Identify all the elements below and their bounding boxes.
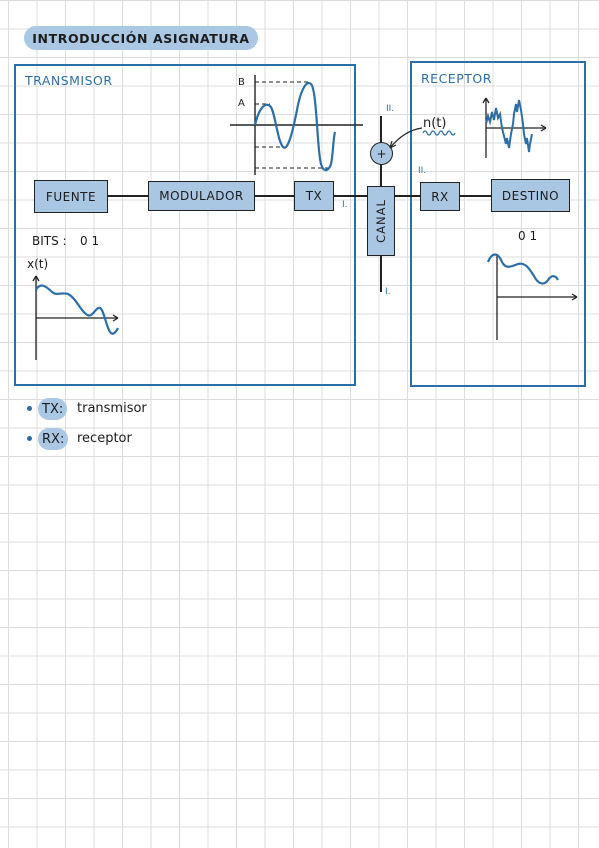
legend-abbr-rx-text: RX bbox=[42, 431, 60, 447]
bits-value: 0 1 bbox=[80, 234, 100, 248]
rx-block: RX bbox=[420, 182, 460, 211]
noise-arrow-to-adder bbox=[389, 127, 423, 149]
source-label: FUENTE bbox=[45, 189, 97, 204]
connector-tx-channel bbox=[332, 195, 367, 197]
source-block: FUENTE bbox=[34, 180, 108, 213]
legend-text-tx: transmisor bbox=[77, 401, 147, 416]
legend-abbr-rx: RX : bbox=[38, 428, 69, 450]
page-title: INTRODUCCIÓN ASIGNATURA bbox=[24, 26, 258, 50]
modulator-block: MODULADOR bbox=[148, 181, 255, 211]
signal-label: x(t) bbox=[27, 257, 49, 271]
legend-bullet-tx bbox=[27, 406, 32, 411]
receiver-section bbox=[410, 61, 586, 387]
receiver-point-label: II. bbox=[418, 166, 427, 176]
receiver-title: RECEPTOR bbox=[421, 71, 492, 86]
channel-point-label-bottom: I. bbox=[385, 287, 391, 297]
rx-label: RX bbox=[431, 189, 449, 204]
modulated-signal-plot bbox=[230, 75, 363, 175]
connector-rx-destination bbox=[460, 195, 491, 197]
level-b-label: B bbox=[238, 77, 245, 88]
noise-label: n(t) bbox=[423, 116, 447, 131]
connector-channel-rx bbox=[394, 195, 420, 197]
legend-sep-rx: : bbox=[59, 431, 65, 447]
adder-circle: + bbox=[370, 142, 393, 165]
channel-label: CANAL bbox=[374, 199, 388, 243]
modulator-label: MODULADOR bbox=[159, 189, 244, 203]
bits-label: BITS : bbox=[32, 234, 67, 248]
noisy-signal-plot bbox=[482, 97, 547, 158]
legend-abbr-tx: TX : bbox=[38, 398, 68, 420]
tx-block: TX bbox=[294, 181, 334, 211]
transmitter-title: TRANSMISOR bbox=[25, 73, 113, 88]
transmitter-section bbox=[14, 64, 356, 386]
channel-point-label-tx: I. bbox=[342, 200, 348, 210]
level-a-label: A bbox=[238, 98, 245, 109]
noise-squiggle-icon bbox=[422, 130, 456, 136]
tx-label: TX bbox=[305, 189, 323, 203]
legend-abbr-tx-text: TX bbox=[42, 401, 59, 417]
channel-block: CANAL bbox=[367, 186, 395, 256]
page-title-text: INTRODUCCIÓN ASIGNATURA bbox=[32, 30, 250, 46]
channel-point-label-top: II. bbox=[386, 104, 395, 114]
connector-modulator-tx bbox=[254, 195, 294, 197]
received-bits-value: 0 1 bbox=[518, 229, 538, 243]
destination-label: DESTINO bbox=[501, 188, 560, 203]
legend-sep-tx: : bbox=[58, 401, 64, 417]
connector-source-modulator bbox=[108, 195, 148, 197]
message-signal-plot bbox=[32, 275, 119, 360]
destination-block: DESTINO bbox=[491, 179, 570, 212]
received-signal-plot bbox=[486, 253, 578, 340]
legend-bullet-rx bbox=[27, 436, 32, 441]
adder-symbol: + bbox=[376, 146, 387, 161]
legend-text-rx: receptor bbox=[77, 431, 132, 446]
